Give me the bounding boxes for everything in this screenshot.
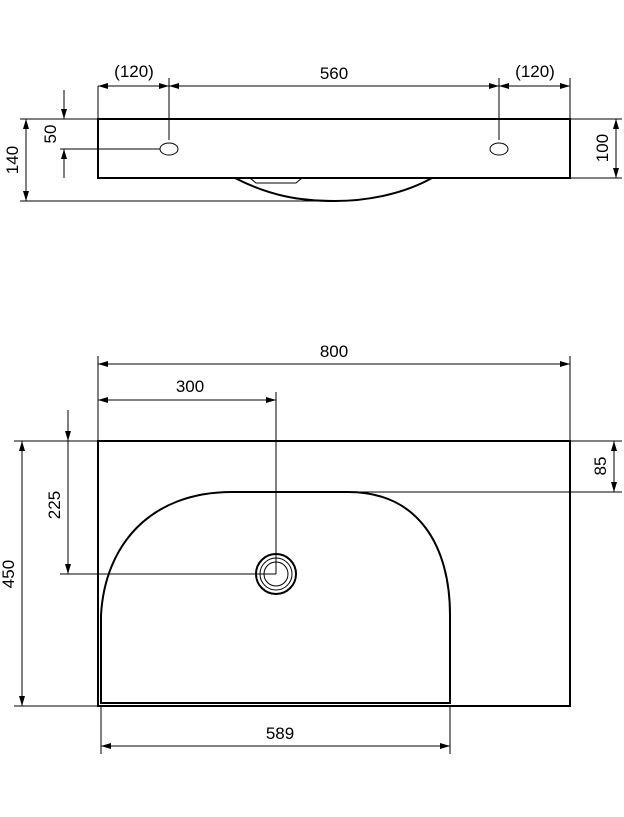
plan-view: 800 300 225 450 85 589 (0, 342, 622, 754)
tap-hole-left (159, 142, 179, 156)
tap-hole-right (489, 142, 509, 156)
drain-neck (248, 177, 304, 184)
dim-label-slab-height: 100 (593, 134, 612, 162)
elevation-view: (120) 560 (120) 50 140 100 (3, 62, 622, 203)
bowl-underside (234, 177, 433, 203)
dim-label-drain-x: 300 (176, 377, 204, 396)
dim-label-drain-y: 225 (45, 491, 64, 519)
dim-label-left-spacing: (120) (114, 62, 154, 81)
dim-label-bowl-width: 589 (266, 724, 294, 743)
dim-label-hole-offset: 50 (41, 125, 60, 144)
dim-label-right-spacing: (120) (515, 62, 555, 81)
dim-label-total-height: 140 (3, 146, 22, 174)
dim-label-center-spacing: 560 (320, 64, 348, 83)
dim-label-depth: 450 (0, 560, 18, 588)
dim-label-back-margin: 85 (591, 457, 610, 476)
dim-label-width: 800 (320, 342, 348, 361)
